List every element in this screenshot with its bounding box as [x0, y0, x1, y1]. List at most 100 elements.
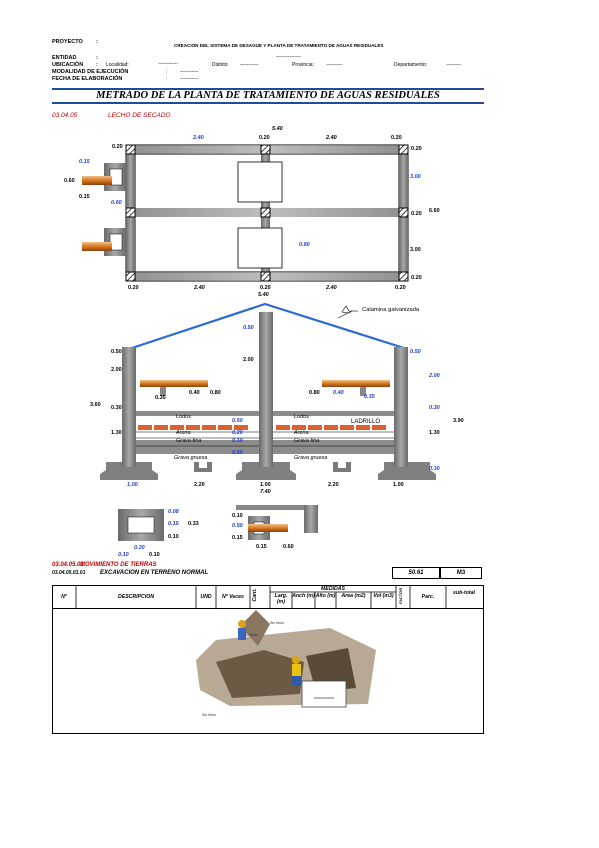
detail-dim: 0.10: [118, 552, 129, 558]
localidad-label: Localidad:: [106, 62, 129, 68]
item-code: 03.04.05.01: [52, 562, 84, 568]
section-title: LECHO DE SECADO: [108, 112, 171, 119]
svg-text:Sin título: Sin título: [270, 621, 284, 625]
detail-dim: 0.15: [232, 535, 243, 541]
plan-dim: 6.60: [429, 208, 440, 214]
section-dim: 0.50: [232, 418, 243, 424]
section-dim: 0.80: [210, 390, 221, 396]
plan-dim: 0.20: [112, 144, 123, 150]
section-dim: 2.00: [111, 367, 122, 373]
col-descripcion: DESCRIPCION: [117, 594, 155, 600]
distrito-label: Distrito: [212, 62, 228, 68]
section-dim: 1.00: [260, 482, 271, 488]
unit-box: M3: [440, 567, 482, 579]
section-dim: 7.40: [260, 489, 271, 495]
table-header-divider: [52, 608, 483, 609]
subitem-code: 03.04.05.01.01: [52, 570, 86, 576]
col-anch: Anch (m): [292, 593, 315, 599]
plan-dim: 0.20: [260, 285, 271, 291]
inlet-pipe: [82, 176, 112, 185]
col-subtotal: sub-total: [453, 590, 475, 596]
separator: :: [96, 55, 98, 61]
lodos-label: Lodos: [176, 414, 191, 420]
section-dim: 3.90: [453, 418, 464, 424]
plan-dim: 2.40: [326, 135, 337, 141]
detail-dim: 0.10: [149, 552, 160, 558]
fecha-label: FECHA DE ELABORACIÓN: [52, 76, 123, 82]
subitem-title: EXCAVACION EN TERRENO NORMAL: [100, 570, 209, 576]
departamento-value: ---------: [446, 62, 461, 68]
excavation-illustration: Sin título Sin título Sin título: [196, 610, 376, 717]
section-dim: 0.50: [410, 349, 421, 355]
plan-dim: 3.00: [410, 174, 421, 180]
section-dim: 0.40: [189, 390, 200, 396]
plan-view: [82, 144, 409, 282]
section-view: [100, 302, 436, 480]
section-dim: 0.80: [309, 390, 320, 396]
section-dim: 0.30: [111, 405, 122, 411]
section-dim: 0.40: [333, 390, 344, 396]
total-box: 50.61: [392, 567, 440, 579]
plan-dim: 0.20: [128, 285, 139, 291]
item-title: MOVIMIENTO DE TIERRAS: [80, 562, 157, 568]
section-dim: 0.50: [243, 325, 254, 331]
plan-dim: 3.00: [410, 247, 421, 253]
localidad-value: ------------: [158, 61, 178, 67]
inlet-pipe: [82, 242, 112, 251]
fecha-value: -----------: [180, 76, 199, 82]
section-dim: 1.00: [127, 482, 138, 488]
lodos-label: Lodos: [294, 414, 309, 420]
grava-gruesa-label: Grava gruesa: [294, 455, 328, 461]
section-dim: 2.00: [243, 357, 254, 363]
ubicacion-label: UBICACIÓN: [52, 62, 84, 68]
entidad-value: ---------------: [276, 54, 301, 60]
section-dim: 2.20: [194, 482, 205, 488]
separator: :: [96, 62, 98, 68]
col-area: Area (m2): [341, 593, 366, 599]
plan-dim: 0.60: [111, 200, 122, 206]
detail-dim: 0.50: [232, 523, 243, 529]
plan-dim: 2.40: [193, 135, 204, 141]
detail-dim: 0.10: [168, 534, 179, 540]
col-und: UND: [200, 594, 212, 600]
calamina-label: Calamina galvanizada: [362, 307, 420, 313]
arena-label: Arena: [176, 430, 191, 436]
plan-dim: 0.20: [395, 285, 406, 291]
plan-dim: 0.20: [259, 135, 270, 141]
separator: :: [166, 69, 168, 75]
proyecto-label: PROYECTO: [52, 39, 83, 45]
col-cant: Cant.: [252, 588, 258, 602]
provincia-value: ----------: [326, 62, 343, 68]
svg-text:Sin título: Sin título: [202, 713, 216, 717]
plan-top-total: 5.40: [272, 126, 283, 132]
modalidad-label: MODALIDAD DE EJECUCIÓN: [52, 69, 129, 75]
section-dim: 3.60: [90, 402, 101, 408]
plan-dim: 0.15: [79, 159, 90, 165]
section-dim: 1.30: [429, 430, 440, 436]
detail-dim: 0.20: [134, 545, 145, 551]
section-dim: 0.50: [232, 450, 243, 456]
roof-line: [131, 302, 405, 350]
grava-fina-label: Grava fina: [294, 438, 320, 444]
section-banner: METRADO DE LA PLANTA DE TRATAMIENTO DE A…: [52, 88, 484, 104]
plan-dim: 0.20: [411, 146, 422, 152]
plan-dim: 2.40: [194, 285, 205, 291]
plan-dim: 0.60: [64, 178, 75, 184]
section-dim: 0.35: [364, 394, 375, 400]
metrado-table: [52, 585, 484, 734]
detail-dim: 0.15: [256, 544, 267, 550]
section-dim: 1.30: [111, 430, 122, 436]
col-n: Nº: [61, 594, 67, 600]
section-code: 03.04.05: [52, 112, 78, 119]
detail-dim: 0.15: [168, 521, 179, 527]
detail-dim: 0.10: [232, 513, 243, 519]
banner-title: METRADO DE LA PLANTA DE TRATAMIENTO DE A…: [96, 90, 440, 101]
project-name: CREACION DEL SISTEMA DE DESAGUE Y PLANTA…: [174, 43, 384, 48]
section-dim: 0.20: [232, 430, 243, 436]
col-alto: Alto (m): [315, 593, 336, 599]
detail-drawings: [118, 505, 318, 541]
plan-dim: 0.20: [391, 135, 402, 141]
detail-dim: 0.60: [283, 544, 294, 550]
